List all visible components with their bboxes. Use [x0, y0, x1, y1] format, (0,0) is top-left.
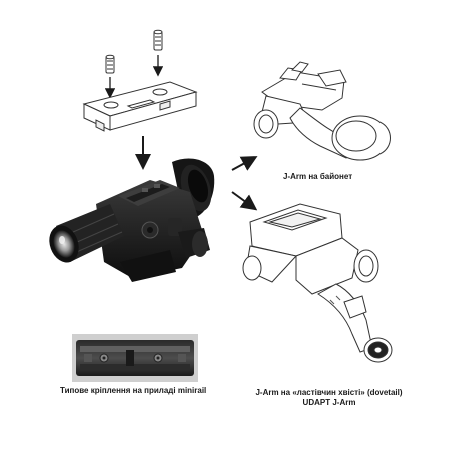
caption-dovetail: J-Arm на «ластівчин хвісті» (dovetail) U… [238, 388, 420, 408]
caption-dovetail-line2: UDAPT J-Arm [302, 398, 356, 407]
caption-minirail: Типове кріплення на приладі minirail [60, 386, 207, 395]
caption-dovetail-line1: J-Arm на «ластівчин хвісті» (dovetail) [255, 388, 403, 397]
mounting-plate [82, 81, 198, 132]
arrow-to-dovetail [231, 191, 258, 211]
caption-bayonet: J-Arm на байонет [283, 172, 353, 181]
j-arm-dovetail [242, 203, 393, 363]
j-arm-bayonet [253, 61, 391, 161]
arrow-to-bayonet [231, 156, 258, 171]
minirail-photo [72, 334, 198, 382]
screw-right [153, 29, 163, 51]
screw-left [105, 54, 115, 74]
night-vision-monocular [49, 158, 215, 282]
